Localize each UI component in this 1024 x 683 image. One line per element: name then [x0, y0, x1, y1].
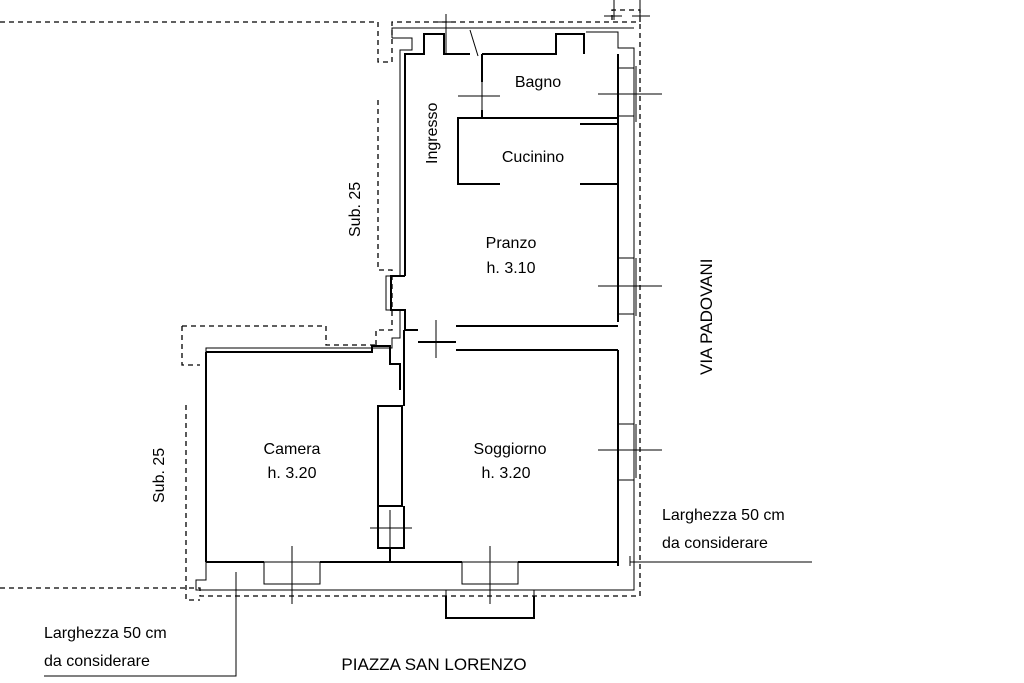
room-label-pranzo: Pranzo — [486, 235, 537, 252]
note-left-line1: Larghezza 50 cm — [44, 625, 167, 642]
room-height-soggiorno: h. 3.20 — [482, 465, 531, 482]
room-label-soggiorno: Soggiorno — [474, 441, 547, 458]
room-height-pranzo: h. 3.10 — [487, 260, 536, 277]
windows — [263, 66, 662, 619]
neighbor-label-lower: Sub. 25 — [151, 448, 168, 503]
boundary-dashed-lines — [0, 0, 650, 601]
street-label-south: PIAZZA SAN LORENZO — [341, 655, 526, 674]
room-label-bagno: Bagno — [515, 74, 561, 91]
neighbor-label-upper: Sub. 25 — [347, 182, 364, 237]
note-left-line2: da considerare — [44, 653, 150, 670]
note-right-line1: Larghezza 50 cm — [662, 507, 785, 524]
note-right-line2: da considerare — [662, 535, 768, 552]
room-label-cucinino: Cucinino — [502, 149, 564, 166]
interior-walls — [205, 33, 619, 566]
note-leaders — [44, 556, 812, 677]
street-label-east: VIA PADOVANI — [697, 258, 716, 375]
room-label-camera: Camera — [264, 441, 321, 458]
outer-perimeter — [195, 27, 635, 591]
doors — [370, 14, 500, 548]
room-label-ingresso: Ingresso — [424, 103, 441, 164]
room-height-camera: h. 3.20 — [268, 465, 317, 482]
